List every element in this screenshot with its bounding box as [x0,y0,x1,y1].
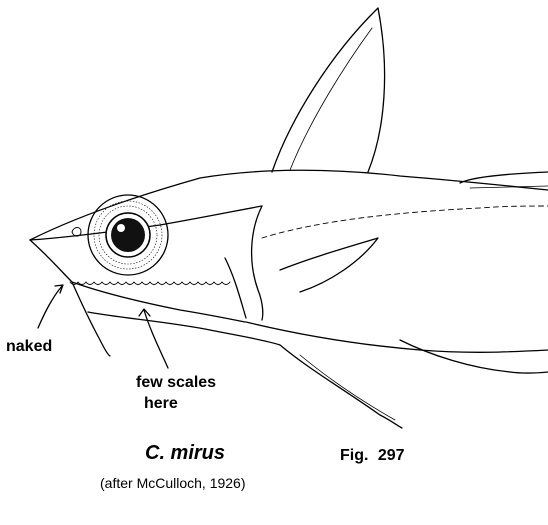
caption-credit: (after McCulloch, 1926) [100,475,246,491]
caption-species: C. mirus [145,442,225,465]
belly-outline [246,322,548,352]
caption-figure-number: Fig. 297 [340,447,405,465]
eye-pupil [111,218,145,252]
label-few-scales-line1: few scales [136,374,216,391]
label-few-scales-line2: here [136,393,216,414]
label-few-scales: few scales here [136,372,216,414]
few-scales-arrow [144,310,168,368]
dorsal-fin [272,8,385,172]
dorsal-fin-inner [290,28,372,170]
nostril [72,228,81,237]
second-dorsal-fin [460,172,548,183]
pelvic-fin [400,340,548,373]
gill-cover [252,206,263,320]
lateral-line [262,206,548,238]
naked-arrow [38,286,62,328]
label-naked: naked [6,338,52,356]
